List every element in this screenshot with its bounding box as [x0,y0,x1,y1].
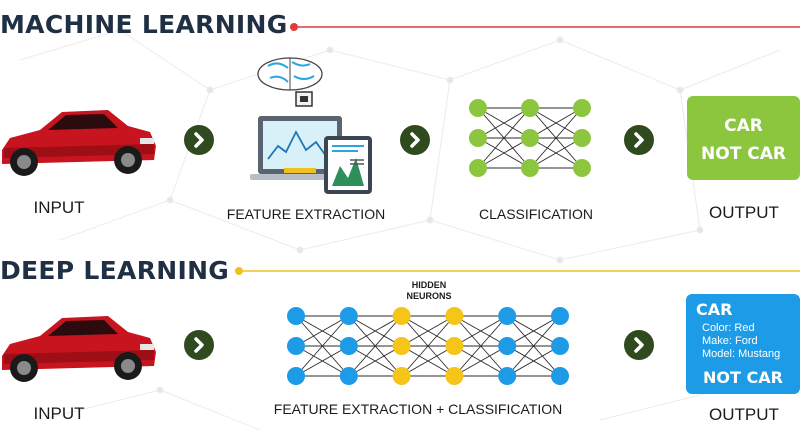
ml-output-not-car: NOT CAR [701,144,786,164]
network-node [573,129,591,147]
ml-section-title: MACHINE LEARNING [0,10,288,39]
network-node [521,159,539,177]
network-node [469,99,487,117]
dl-output-label: OUTPUT [709,405,779,424]
dl-detail-make: Make: Ford [702,335,758,347]
chevron-right-icon [184,330,214,360]
ml-output-label: OUTPUT [709,203,779,222]
ml-output-box: CAR NOT CAR [687,96,800,180]
network-node [445,337,464,355]
network-edge [506,315,561,377]
hidden-label-line1: HIDDEN [411,280,447,290]
chevron-right-icon [184,125,214,155]
network-node [392,367,411,385]
network-node [445,367,464,385]
network-node [551,307,569,325]
ml-output-car: CAR [724,116,763,136]
car-icon [2,316,156,382]
dl-output-box: CAR Color: Red Make: Ford Model: Mustang… [686,294,800,394]
network-edge [529,137,583,169]
feature-extraction-illustration [250,57,372,194]
dl-output-details: Color: Red Make: Ford Model: Mustang [702,322,780,361]
ml-input-label: INPUT [33,198,85,217]
brain-chip-icon [257,57,323,107]
ml-classification-label: CLASSIFICATION [478,206,594,222]
network-edge [401,345,455,377]
chevron-right-icon [400,125,430,155]
network-edge [454,315,508,377]
network-node [521,99,539,117]
network-node [573,99,591,117]
network-node [339,307,358,325]
network-node [287,367,305,385]
hidden-label-line2: NEURONS [406,291,452,301]
network-node [498,307,517,325]
dl-detail-model: Model: Mustang [702,348,781,360]
hidden-neurons-label: HIDDEN NEURONS [384,280,474,302]
network-edge [529,107,583,169]
network-node [498,367,517,385]
network-node [392,337,411,355]
network-node [339,337,358,355]
network-edge [348,315,402,377]
car-icon [2,110,156,176]
network-edge [401,315,455,347]
chevron-right-icon [624,125,654,155]
network-node [573,159,591,177]
network-node [287,337,305,355]
network-node [287,307,305,325]
network-edge [454,315,508,347]
network-node [498,337,517,355]
network-edge [348,315,402,347]
network-node [469,159,487,177]
network-node [551,337,569,355]
dl-detail-color: Color: Red [702,322,755,334]
network-edge [348,345,402,377]
network-node [339,367,358,385]
dl-output-not-car: NOT CAR [703,368,783,387]
dl-input-label: INPUT [33,404,85,423]
network-node [445,307,464,325]
tablet-chart-icon [324,136,372,194]
network-edge [295,315,350,377]
ml-feature-extraction-label: FEATURE EXTRACTION [226,206,386,222]
dl-neural-network [287,307,569,385]
network-edge [295,345,350,377]
dl-output-car: CAR [696,300,733,319]
dl-network-label: FEATURE EXTRACTION + CLASSIFICATION [273,401,563,417]
network-edge [529,107,583,139]
network-node [551,367,569,385]
ml-classification-network [469,99,591,177]
network-edge [401,315,455,377]
network-node [521,129,539,147]
dl-title-line [235,267,800,275]
ml-title-line [290,23,800,31]
network-node [469,129,487,147]
network-edge [506,345,561,377]
network-edge [477,107,531,139]
network-edge [477,137,531,169]
chevron-right-icon [624,330,654,360]
network-edge [454,345,508,377]
network-edge [477,107,531,169]
network-edge [506,315,561,347]
network-edge [295,315,350,347]
dl-section-title: DEEP LEARNING [0,256,230,285]
network-node [392,307,411,325]
